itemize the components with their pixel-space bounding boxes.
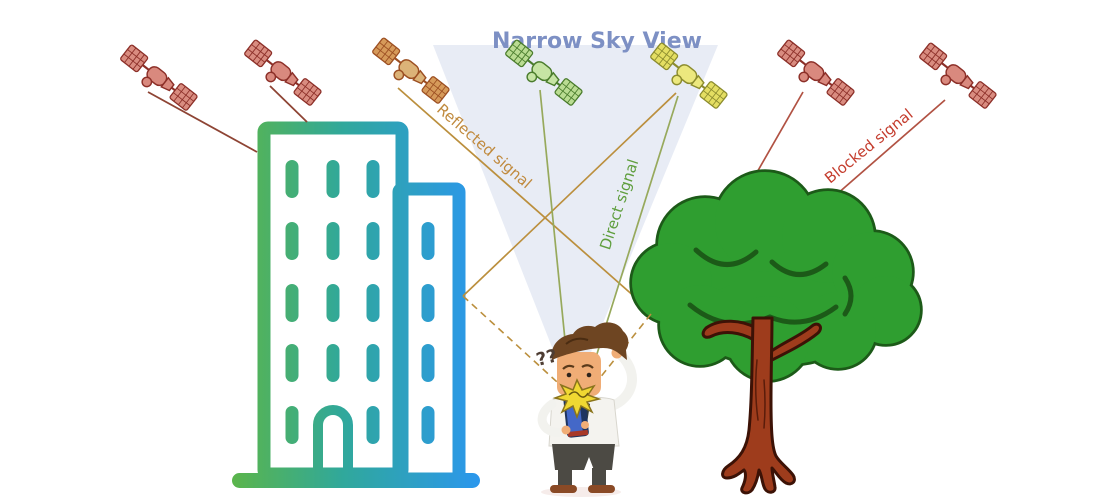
tree-icon <box>629 169 923 495</box>
person-hand-left <box>561 425 571 435</box>
reflected-signal-line-to-building <box>462 92 677 297</box>
reflected-signal-line-to-tree <box>397 87 654 314</box>
blocked-by-building-line-2 <box>269 85 308 123</box>
person-hand-right <box>581 421 589 429</box>
person-brow-right <box>581 364 594 369</box>
person-icon <box>537 322 637 497</box>
tree-branch-left <box>701 319 758 342</box>
blocked-by-building-line-1 <box>147 91 258 153</box>
person-pants <box>552 444 615 470</box>
person-eye-left <box>566 372 572 378</box>
tree-trunk <box>721 316 796 495</box>
person-face <box>557 352 601 396</box>
question-marks: ?? <box>534 345 559 370</box>
person-eye-right <box>586 372 592 378</box>
satellite-red-far-right-icon <box>915 42 997 114</box>
person-raised-arm <box>607 351 637 411</box>
satellite-red-far-left-icon <box>116 44 198 116</box>
building-base <box>232 473 480 488</box>
person-brow-left <box>562 364 575 370</box>
building-icon <box>232 121 480 488</box>
building-door <box>313 405 353 474</box>
satellite-red-right-icon <box>773 39 855 111</box>
satellite-red-left-icon <box>240 39 322 111</box>
blocked-signal-label: Blocked signal <box>821 105 916 187</box>
narrow-sky-cone <box>433 45 718 398</box>
person-hair <box>551 322 629 360</box>
person-shoe-left <box>550 485 577 493</box>
tree-branch-right <box>768 322 822 362</box>
person-shoe-right <box>588 485 615 493</box>
confusion-starburst-icon <box>552 378 602 420</box>
building-windows <box>285 160 435 444</box>
